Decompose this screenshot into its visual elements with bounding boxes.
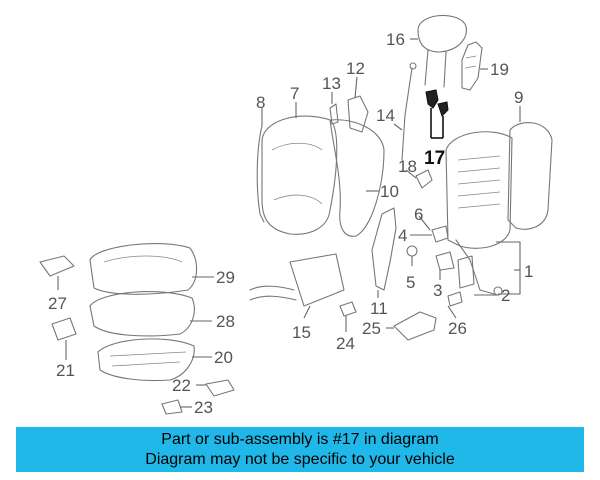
callout-19: 19 <box>490 60 509 79</box>
guide-sleeve-part <box>425 89 449 139</box>
callout-28: 28 <box>216 312 235 331</box>
callout-21: 21 <box>56 361 75 380</box>
left-bracket-part <box>39 255 77 341</box>
info-banner: Part or sub-assembly is #17 in diagram D… <box>16 427 584 472</box>
seatback-frame-part <box>445 131 513 295</box>
callout-3: 3 <box>433 281 442 300</box>
callout-20: 20 <box>214 348 233 367</box>
side-trim-part <box>371 207 397 291</box>
callout-8: 8 <box>256 93 265 112</box>
callout-26: 26 <box>448 319 467 338</box>
callout-6: 6 <box>414 205 423 224</box>
wire-rod-part <box>401 62 417 161</box>
cap-part <box>339 301 357 317</box>
seat-pan-part <box>97 338 195 382</box>
callout-5: 5 <box>406 273 415 292</box>
lumbar-panel-part <box>249 253 345 307</box>
callout-25: 25 <box>362 319 381 338</box>
callout-13: 13 <box>322 74 341 93</box>
callout-29: 29 <box>216 268 235 287</box>
callout-14: 14 <box>376 106 395 125</box>
callout-18: 18 <box>398 157 417 176</box>
clip-part <box>415 169 433 189</box>
banner-line-disclaimer: Diagram may not be specific to your vehi… <box>145 451 455 468</box>
callout-23: 23 <box>194 398 213 417</box>
rear-bracket-part <box>393 311 437 341</box>
seatback-cover-part <box>261 115 338 235</box>
leader-lines <box>57 38 521 408</box>
callout-12: 12 <box>346 59 365 78</box>
cushion-pad-part <box>89 291 195 337</box>
callout-10: 10 <box>380 182 399 201</box>
callout-15: 15 <box>292 323 311 342</box>
headrest-part <box>417 14 467 88</box>
callout-16: 16 <box>386 30 405 49</box>
callout-4: 4 <box>398 226 407 245</box>
callout-1: 1 <box>524 262 533 281</box>
back-panel-part <box>507 122 553 230</box>
lower-clip-part <box>161 379 235 415</box>
cushion-cover-part <box>89 243 198 295</box>
callout-2: 2 <box>501 286 510 305</box>
small-hardware-part <box>406 225 503 307</box>
seatback-wire-part <box>256 125 265 223</box>
callout-22: 22 <box>172 376 191 395</box>
callout-7: 7 <box>290 84 299 103</box>
callout-17: 17 <box>424 148 445 169</box>
seatback-pad-part <box>329 119 385 237</box>
upper-bracket-part <box>329 95 369 133</box>
callout-24: 24 <box>336 334 355 353</box>
callout-11: 11 <box>370 299 388 318</box>
callout-9: 9 <box>514 88 523 107</box>
callout-27: 27 <box>48 294 67 313</box>
guide-bracket-part <box>461 41 483 91</box>
banner-line-part-number: Part or sub-assembly is #17 in diagram <box>161 431 439 448</box>
